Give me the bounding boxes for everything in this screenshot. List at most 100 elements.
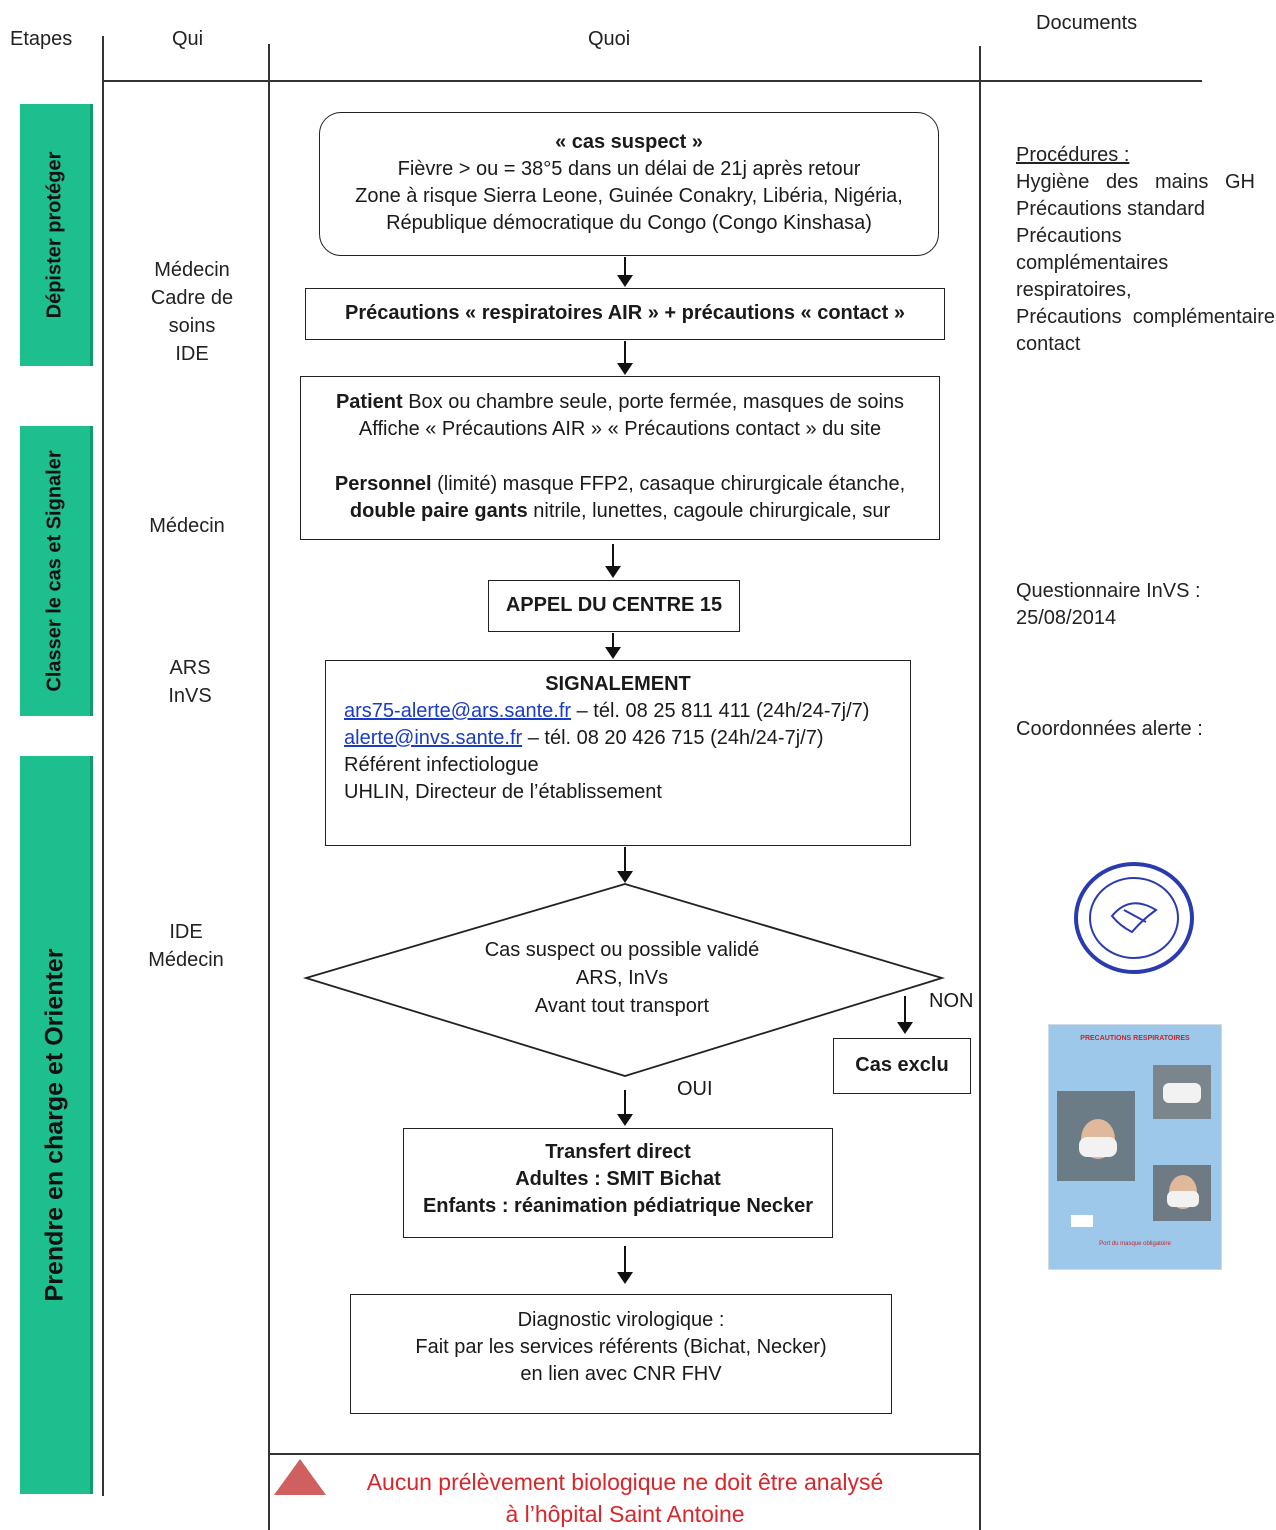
patient-personnel-box: Patient Box ou chambre seule, porte ferm… bbox=[300, 376, 940, 540]
invs-phone: – tél. 08 20 426 715 (24h/24-7j/7) bbox=[522, 727, 824, 749]
procedure-item: Précautions complémentaires bbox=[1016, 306, 1276, 328]
stage-prendre-en-charge: Prendre en charge et Orienter bbox=[20, 756, 93, 1494]
header-qui: Qui bbox=[172, 28, 204, 50]
personnel-text: (limité) masque FFP2, casaque chirurgica… bbox=[431, 473, 906, 495]
procedure-item: Hygiène des mains GH bbox=[1016, 171, 1255, 193]
decision-text: Cas suspect ou possible validé ARS, InVs… bbox=[420, 936, 824, 1020]
cas-exclu-box: Cas exclu bbox=[833, 1038, 971, 1094]
qui-line: InVS bbox=[168, 685, 212, 707]
column-divider-qui bbox=[268, 44, 270, 1530]
diagnostic-line: Fait par les services référents (Bichat,… bbox=[415, 1336, 827, 1358]
transfert-line: Enfants : réanimation pédiatrique Necker bbox=[422, 1195, 814, 1217]
invs-email-link[interactable]: alerte@invs.sante.fr bbox=[344, 727, 523, 749]
questionnaire-block: Questionnaire InVS : 25/08/2014 bbox=[1016, 578, 1201, 632]
questionnaire-date: 25/08/2014 bbox=[1016, 607, 1117, 629]
precautions-poster: PRECAUTIONS RESPIRATOIRES Port du masque… bbox=[1048, 1024, 1222, 1270]
flow-arrow bbox=[617, 847, 633, 883]
procedure-item: respiratoires, bbox=[1016, 279, 1132, 301]
transfert-line: Transfert direct bbox=[545, 1141, 691, 1163]
signalement-box: SIGNALEMENT ars75-alerte@ars.sante.fr – … bbox=[325, 660, 911, 846]
precautions-text: Précautions « respiratoires AIR » + préc… bbox=[344, 302, 906, 324]
ars-email-link[interactable]: ars75-alerte@ars.sante.fr bbox=[344, 700, 572, 722]
referent-line: Référent infectiologue bbox=[344, 754, 539, 776]
diagnostic-line: en lien avec CNR FHV bbox=[520, 1363, 722, 1385]
warning-text: Aucun prélèvement biologique ne doit êtr… bbox=[340, 1466, 910, 1530]
oui-label: OUI bbox=[677, 1078, 713, 1100]
warning-line: Aucun prélèvement biologique ne doit êtr… bbox=[366, 1469, 884, 1495]
stage-classer: Classer le cas et Signaler bbox=[20, 426, 93, 716]
patient-label: Patient bbox=[335, 391, 403, 413]
qui-line: IDE bbox=[169, 921, 203, 943]
cas-suspect-title: « cas suspect » bbox=[555, 131, 703, 153]
footer-divider bbox=[270, 1453, 980, 1455]
stage-label-depister: Dépister protéger bbox=[43, 151, 66, 319]
transfert-line: Adultes : SMIT Bichat bbox=[515, 1168, 721, 1190]
poster-photo-hands bbox=[1153, 1065, 1211, 1119]
precautions-seal-icon bbox=[1074, 862, 1194, 974]
spacer bbox=[301, 443, 939, 471]
coordonnees-alerte: Coordonnées alerte : bbox=[1016, 718, 1203, 740]
signalement-title: SIGNALEMENT bbox=[545, 673, 691, 695]
procedure-item: Précautions standard bbox=[1016, 198, 1206, 220]
qui-line: Médecin bbox=[148, 949, 224, 971]
procedure-item: Précautions complémentaires bbox=[1016, 225, 1169, 274]
questionnaire-title: Questionnaire InVS : bbox=[1016, 580, 1201, 602]
warning-triangle-icon bbox=[274, 1459, 326, 1495]
decision-line: Cas suspect ou possible validé bbox=[484, 939, 760, 961]
qui-line: soins bbox=[168, 315, 216, 337]
qui-line: ARS bbox=[169, 657, 211, 679]
warning-line: à l’hôpital Saint Antoine bbox=[505, 1501, 745, 1527]
header-documents: Documents bbox=[1036, 12, 1138, 34]
poster-photo-patient bbox=[1153, 1165, 1211, 1221]
diagnostic-line: Diagnostic virologique : bbox=[517, 1309, 725, 1331]
decision-line: ARS, InVs bbox=[575, 967, 669, 989]
personnel-line: Personnel (limité) masque FFP2, casaque … bbox=[301, 471, 939, 498]
cas-exclu-label: Cas exclu bbox=[855, 1054, 949, 1076]
mask-icon bbox=[1167, 1191, 1199, 1207]
procedures-title: Procédures : bbox=[1016, 144, 1130, 166]
invs-contact-line: alerte@invs.sante.fr – tél. 08 20 426 71… bbox=[344, 725, 910, 752]
header-etapes: Etapes bbox=[10, 28, 73, 50]
transfert-box: Transfert direct Adultes : SMIT Bichat E… bbox=[403, 1128, 833, 1238]
stage-label-prendre: Prendre en charge et Orienter bbox=[40, 948, 69, 1302]
ars-phone: – tél. 08 25 811 411 (24h/24-7j/7) bbox=[571, 700, 870, 722]
poster-photo-mask-worker bbox=[1057, 1091, 1135, 1181]
cas-suspect-box: « cas suspect » Fièvre > ou = 38°5 dans … bbox=[319, 112, 939, 256]
decision-line: Avant tout transport bbox=[534, 995, 710, 1017]
oui-arrow bbox=[617, 1090, 633, 1126]
decision-diamond bbox=[302, 883, 946, 1077]
qui-medecin: Médecin bbox=[149, 515, 225, 537]
flow-arrow bbox=[617, 257, 633, 287]
qui-depister: Médecin Cadre de soins IDE bbox=[130, 256, 254, 368]
qui-line: Cadre de bbox=[150, 287, 234, 309]
stage-depister: Dépister protéger bbox=[20, 104, 93, 366]
non-label: NON bbox=[929, 990, 974, 1012]
mask-icon bbox=[1079, 1137, 1117, 1157]
affiche-line: Affiche « Précautions AIR » « Précaution… bbox=[358, 418, 882, 440]
flow-arrow bbox=[605, 633, 621, 659]
flow-arrow bbox=[617, 1246, 633, 1284]
poster-logo bbox=[1071, 1215, 1093, 1227]
poster-title: PRECAUTIONS RESPIRATOIRES bbox=[1080, 1035, 1190, 1042]
header-underline bbox=[102, 80, 1202, 82]
patient-line: Patient Box ou chambre seule, porte ferm… bbox=[301, 389, 939, 416]
gants-label: double paire gants bbox=[349, 500, 528, 522]
qui-signalement: ARS InVS bbox=[130, 654, 250, 710]
gants-line: double paire gants nitrile, lunettes, ca… bbox=[301, 498, 939, 525]
cas-suspect-line: Fièvre > ou = 38°5 dans un délai de 21j … bbox=[397, 158, 861, 180]
patient-text: Box ou chambre seule, porte fermée, masq… bbox=[402, 391, 905, 413]
qui-line: IDE bbox=[175, 343, 209, 365]
procedures-block: Procédures : Hygiène des mains GH Précau… bbox=[1016, 142, 1276, 358]
header-quoi: Quoi bbox=[588, 28, 631, 50]
decision-diamond-shape bbox=[302, 883, 946, 1077]
poster-footer: Port du masque obligatoire bbox=[1099, 1241, 1171, 1247]
qui-prise-en-charge: IDE Médecin bbox=[128, 918, 244, 974]
procedure-item: contact bbox=[1016, 333, 1081, 355]
uhlin-line: UHLIN, Directeur de l’établissement bbox=[344, 781, 662, 803]
cas-suspect-line: Zone à risque Sierra Leone, Guinée Conak… bbox=[355, 185, 903, 207]
appel-centre-15-box: APPEL DU CENTRE 15 bbox=[488, 580, 740, 632]
diagnostic-box: Diagnostic virologique : Fait par les se… bbox=[350, 1294, 892, 1414]
column-divider-quoi bbox=[979, 46, 981, 1530]
cas-suspect-line: République démocratique du Congo (Congo … bbox=[386, 212, 872, 234]
precautions-box: Précautions « respiratoires AIR » + préc… bbox=[305, 288, 945, 340]
